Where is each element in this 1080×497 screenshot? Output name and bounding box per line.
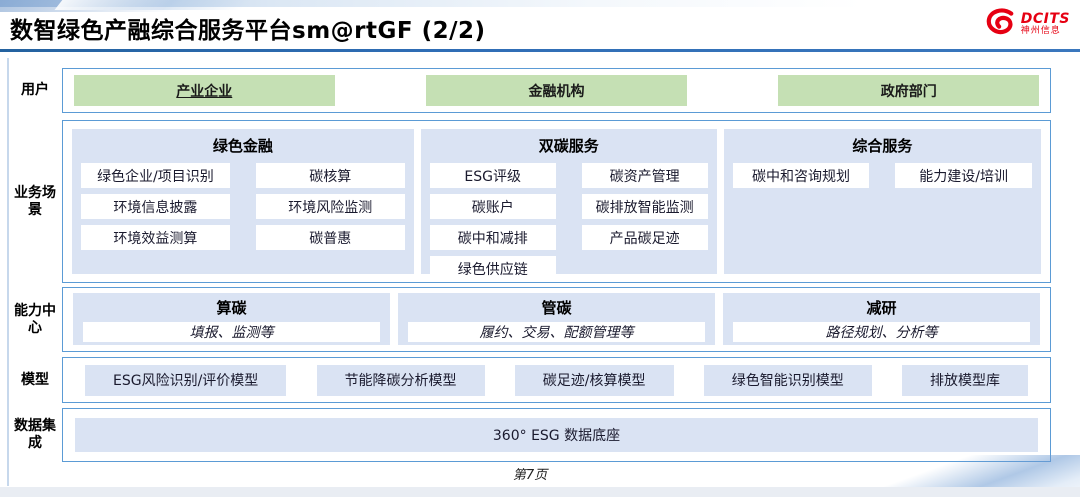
- user-box-financial-institution: 金融机构: [426, 75, 687, 106]
- scenario-item: 环境效益测算: [81, 225, 230, 250]
- panel-title: 绿色金融: [212, 137, 273, 155]
- scenarios-row: 绿色金融 绿色企业/项目识别 碳核算 环境信息披露 环境风险监测 环境效益测算 …: [62, 120, 1051, 283]
- panel-comprehensive-services: 综合服务 碳中和咨询规划 能力建设/培训: [723, 129, 1041, 274]
- scenario-item: 产品碳足迹: [581, 225, 708, 250]
- row-label-data-integration: 数据集成: [14, 418, 56, 451]
- row-label-users: 用户: [21, 82, 49, 99]
- panel-title: 双碳服务: [538, 137, 599, 155]
- scenario-item: 碳核算: [255, 163, 405, 188]
- capability-title: 减研: [866, 299, 897, 317]
- user-box-industrial-enterprise: 产业企业: [74, 75, 335, 106]
- model-item: ESG风险识别/评价模型: [85, 364, 287, 396]
- dcits-swirl-icon: [985, 8, 1017, 40]
- model-item: 排放模型库: [901, 364, 1028, 396]
- row-label-scenarios: 业务场景: [14, 184, 56, 218]
- panel-title: 综合服务: [852, 137, 913, 155]
- capability-reduce-research: 减研 路径规划、分析等: [723, 293, 1040, 345]
- logo-brand-cn-text: 神州信息: [1020, 25, 1061, 36]
- capability-title: 算碳: [216, 299, 247, 317]
- title-underline-rule: [0, 49, 1080, 52]
- scenario-item: ESG评级: [429, 163, 556, 188]
- left-guide-line: [7, 58, 9, 486]
- esg-data-base: 360° ESG 数据底座: [75, 418, 1038, 452]
- scenario-item: 绿色企业/项目识别: [81, 163, 230, 188]
- capability-center-row: 算碳 填报、监测等 管碳 履约、交易、配额管理等 减研 路径规划、分析等: [62, 287, 1051, 352]
- scenario-item: 碳资产管理: [581, 163, 708, 188]
- row-label-capabilities: 能力中心: [14, 302, 56, 336]
- panel-dual-carbon-services: 双碳服务 ESG评级 碳资产管理 碳账户 碳排放智能监测 碳中和减排 产品碳足迹…: [420, 129, 717, 281]
- capability-desc: 履约、交易、配额管理等: [408, 322, 705, 342]
- page-number: 第7页: [512, 468, 548, 483]
- model-item: 碳足迹/核算模型: [514, 364, 674, 396]
- top-swoosh-streak-2: [54, 0, 286, 10]
- capability-calc-carbon: 算碳 填报、监测等: [73, 293, 390, 345]
- scenario-item: 环境风险监测: [255, 194, 405, 219]
- models-row: ESG风险识别/评价模型 节能降碳分析模型 碳足迹/核算模型 绿色智能识别模型 …: [62, 357, 1051, 403]
- capability-desc: 填报、监测等: [83, 322, 380, 342]
- bottom-band: [0, 487, 1080, 497]
- scenario-item: 碳普惠: [255, 225, 405, 250]
- capability-title: 管碳: [541, 299, 572, 317]
- top-swoosh-decoration: [0, 0, 1080, 7]
- scenario-item: 碳中和减排: [429, 225, 556, 250]
- users-row: 产业企业 金融机构 政府部门: [62, 68, 1051, 113]
- scenario-item: 环境信息披露: [81, 194, 230, 219]
- logo-brand-text: DCITS: [1020, 10, 1070, 27]
- panel-green-finance: 绿色金融 绿色企业/项目识别 碳核算 环境信息披露 环境风险监测 环境效益测算 …: [72, 129, 414, 274]
- page-title: 数智绿色产融综合服务平台sm@rtGF (2/2): [10, 18, 486, 44]
- user-box-government: 政府部门: [778, 75, 1039, 106]
- bottom-right-swoosh-decoration: [750, 455, 1080, 489]
- data-integration-row: 360° ESG 数据底座: [62, 408, 1051, 462]
- model-item: 节能降碳分析模型: [316, 364, 485, 396]
- capability-desc: 路径规划、分析等: [733, 322, 1030, 342]
- scenario-item: 能力建设/培训: [895, 163, 1032, 188]
- company-logo: DCITS 神州信息: [985, 8, 1070, 40]
- scenario-item: 碳排放智能监测: [581, 194, 708, 219]
- scenario-item: 绿色供应链: [429, 256, 556, 281]
- scenario-item: 碳中和咨询规划: [732, 163, 870, 188]
- row-label-models: 模型: [21, 371, 49, 388]
- model-item: 绿色智能识别模型: [703, 364, 872, 396]
- scenario-item: 碳账户: [429, 194, 556, 219]
- capability-manage-carbon: 管碳 履约、交易、配额管理等: [398, 293, 715, 345]
